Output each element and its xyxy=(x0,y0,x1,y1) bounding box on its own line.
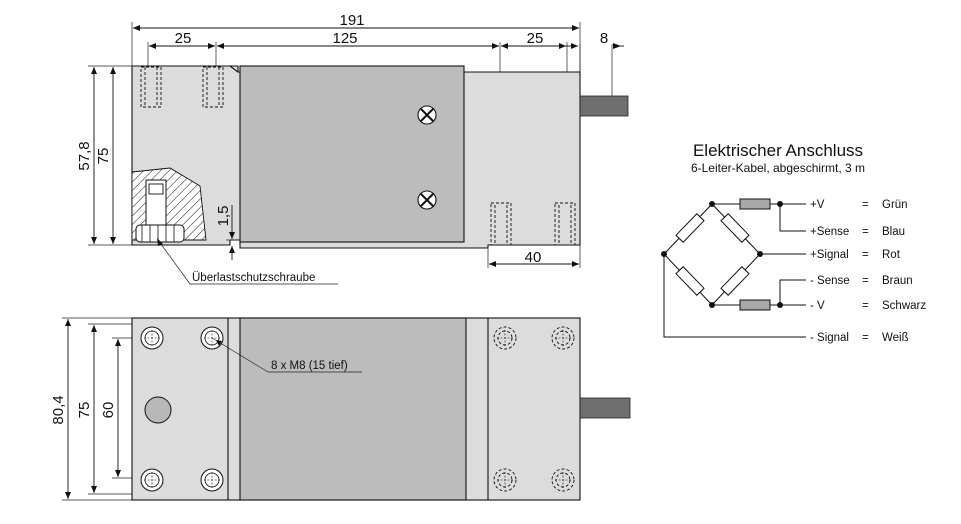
screw-icon xyxy=(417,190,437,210)
dim-25-right-label: 25 xyxy=(527,30,544,47)
wire-color: Blau xyxy=(882,226,905,238)
cable-side xyxy=(579,95,629,117)
electrical-connection: Elektrischer Anschluss 6-Leiter-Kabel, a… xyxy=(661,141,926,344)
wheatstone-bridge xyxy=(661,198,806,338)
strain-gauge-icon xyxy=(720,266,750,296)
wire-signal: +Signal xyxy=(810,249,849,261)
compensation-resistor-icon xyxy=(739,198,771,210)
wire-equals: = xyxy=(862,249,869,261)
wire-equals: = xyxy=(862,300,869,312)
connection-title: Elektrischer Anschluss xyxy=(693,141,863,160)
strain-gauge-icon xyxy=(720,213,750,243)
wire-row: +V = Grün xyxy=(810,199,908,211)
wire-row: +Sense = Blau xyxy=(810,226,905,238)
wire-equals: = xyxy=(862,226,869,238)
thread-hole-icon xyxy=(140,326,164,350)
dim-75-top-label: 75 xyxy=(76,402,93,419)
thread-hole-hidden-icon xyxy=(493,326,517,350)
wire-signal: +V xyxy=(810,199,825,211)
dim-60-label: 60 xyxy=(100,402,117,419)
wire-signal: - Signal xyxy=(810,332,849,344)
thread-hole-hidden-icon xyxy=(551,468,575,492)
thread-hole-icon xyxy=(140,468,164,492)
side-view: 191 25 125 25 8 57,8 75 xyxy=(76,12,629,285)
thread-hole-icon xyxy=(200,468,224,492)
connection-subtitle: 6-Leiter-Kabel, abgeschirmt, 3 m xyxy=(691,161,865,175)
wire-row: - Signal = Weiß xyxy=(810,332,909,344)
dim-1-5-label: 1,5 xyxy=(215,206,232,227)
thread-hole-hidden xyxy=(490,202,512,246)
wire-equals: = xyxy=(862,332,869,344)
dim-8-label: 8 xyxy=(600,30,608,47)
thread-hole-hidden-icon xyxy=(493,468,517,492)
dim-191-label: 191 xyxy=(339,12,364,29)
strain-gauge-icon xyxy=(675,213,705,243)
dim-25-left-label: 25 xyxy=(175,30,192,47)
wire-equals: = xyxy=(862,199,869,211)
wire-row: - V = Schwarz xyxy=(810,300,926,312)
wire-signal: - Sense xyxy=(810,275,850,287)
thread-hole-hidden xyxy=(202,66,224,108)
wire-color: Schwarz xyxy=(882,300,926,312)
dim-125-label: 125 xyxy=(332,30,357,47)
wire-color: Braun xyxy=(882,275,913,287)
thread-label: 8 x M8 (15 tief) xyxy=(271,360,348,372)
cable-top xyxy=(579,397,631,419)
sensor-block-top xyxy=(239,317,467,501)
dim-75-side-label: 75 xyxy=(95,148,112,165)
overload-screw-icon xyxy=(135,224,185,243)
top-view: 80,4 75 60 xyxy=(50,317,631,501)
compensation-resistor-icon xyxy=(739,299,771,311)
dim-57-8-label: 57,8 xyxy=(76,141,93,170)
center-hole xyxy=(144,396,172,424)
dim-80-4-label: 80,4 xyxy=(50,395,67,424)
wire-color: Rot xyxy=(882,249,901,261)
thread-hole-hidden xyxy=(554,202,576,246)
wire-color: Grün xyxy=(882,199,908,211)
thread-hole-hidden xyxy=(140,66,162,108)
overload-screw-label: Überlastschutzschraube xyxy=(192,272,315,284)
wire-row: +Signal = Rot xyxy=(810,249,901,261)
screw-icon xyxy=(417,105,437,125)
wire-color: Weiß xyxy=(882,332,909,344)
wire-row: - Sense = Braun xyxy=(810,275,913,287)
dim-40-label: 40 xyxy=(525,249,542,266)
wire-signal: +Sense xyxy=(810,226,849,238)
thread-hole-hidden-icon xyxy=(551,326,575,350)
wire-equals: = xyxy=(862,275,869,287)
sensor-block-side xyxy=(239,65,465,243)
wire-signal: - V xyxy=(810,300,825,312)
strain-gauge-icon xyxy=(675,266,705,296)
